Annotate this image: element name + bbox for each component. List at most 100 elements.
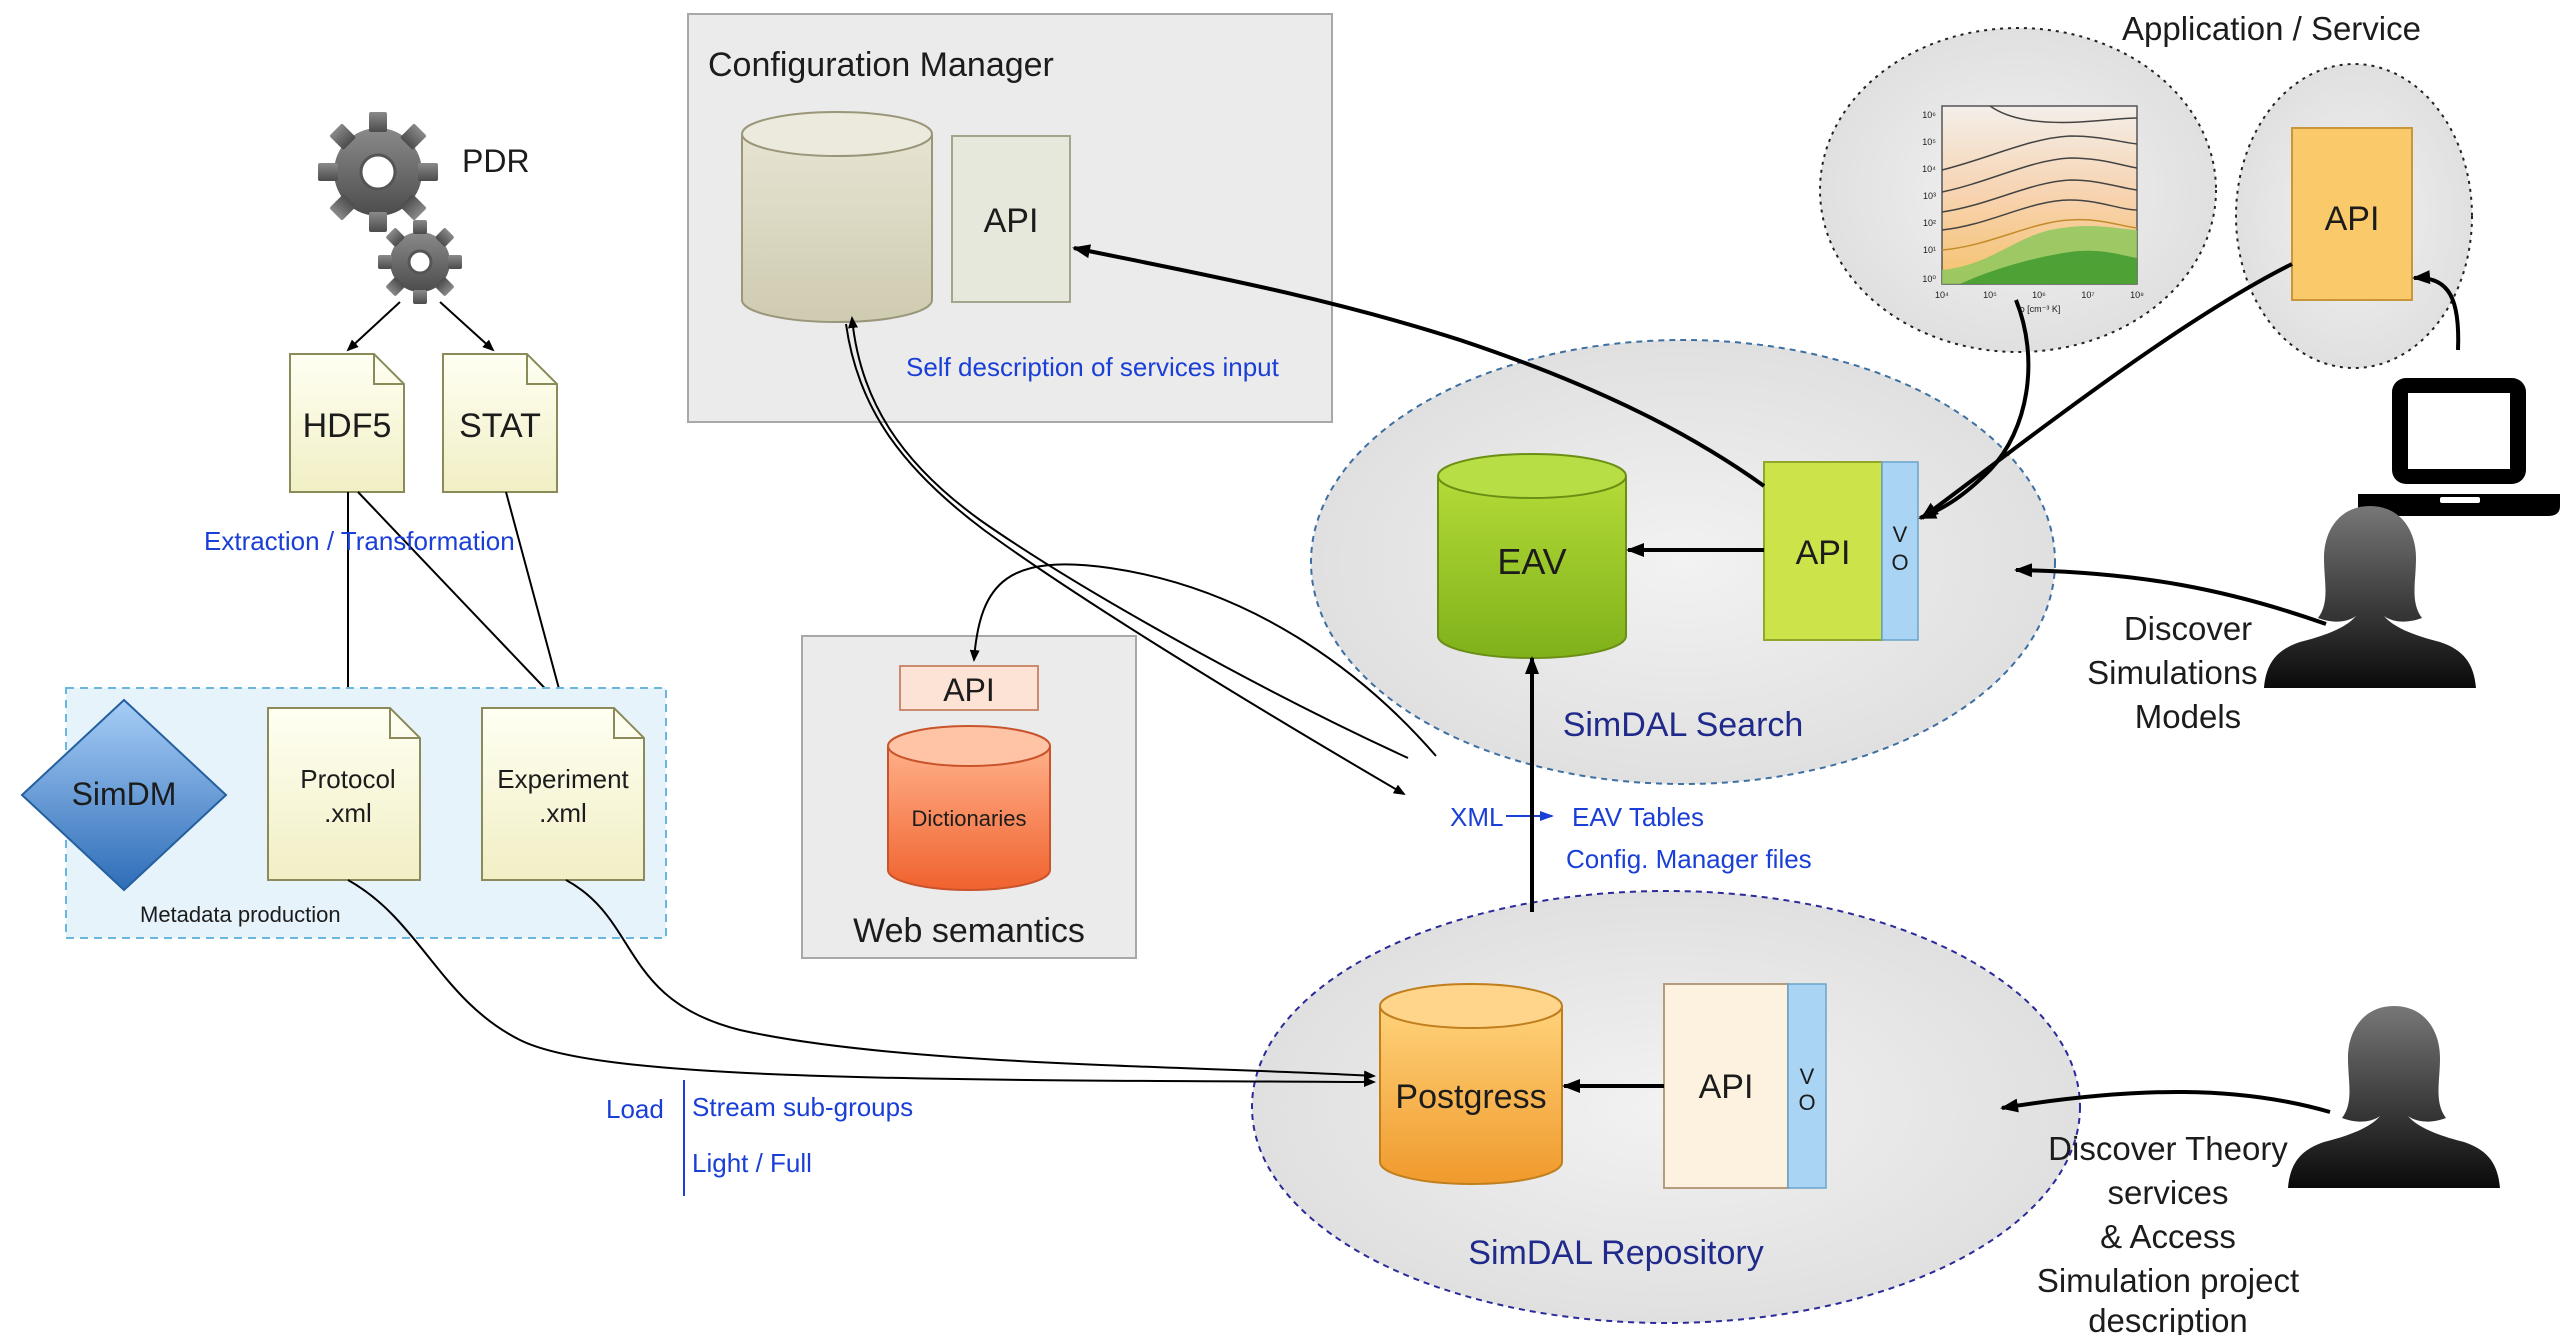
dictionaries-label: Dictionaries [912,806,1027,831]
discover-repo-line: & Access [2100,1218,2236,1255]
stream-subgroups-label: Stream sub-groups [692,1092,913,1122]
app-service-title: Application / Service [2122,10,2421,47]
web-semantics-api-label: API [943,672,995,708]
search-vo-tab [1881,461,1919,641]
edge-experiment-postgress [565,879,1376,1081]
plot-ytick: 10² [1923,218,1936,228]
person-icon [2288,1006,2500,1188]
repository-vo-tab [1787,983,1827,1189]
edge-search-config-api [1072,244,1766,488]
plot-ytick: 10⁰ [1922,274,1936,284]
eav-label: EAV [1497,541,1566,582]
database-icon [1379,1006,1563,1185]
app-api-label: API [2325,200,2380,238]
document-icon [289,353,405,493]
database-icon [741,134,933,323]
search-api-label: API [1796,534,1851,572]
dictionaries-database: Dictionaries [887,725,1051,891]
laptop-icon [2358,378,2560,516]
plot-ytick: 10⁴ [1922,164,1936,174]
edge-protocol-postgress [347,879,1376,1087]
discover-search-line: Discover [2124,610,2252,647]
discover-repo-line: Discover Theory [2048,1130,2288,1167]
discover-repo-line: Simulation project [2037,1262,2299,1299]
edge-stat-experiment [505,491,565,702]
light-full-label: Light / Full [692,1148,812,1178]
search-vo-o: O [1891,550,1908,575]
plot-xlabel: ρ [cm⁻³ K] [2020,304,2061,314]
person-icon [2264,506,2476,688]
hdf5-label: HDF5 [303,407,392,445]
plot-xtick: 10⁵ [1983,290,1997,300]
document-icon [267,707,421,881]
repository-vo-v: V [1800,1064,1815,1089]
repository-api-box [1663,983,1789,1189]
config-api-label: API [984,202,1039,240]
simdm-label: SimDM [72,776,177,812]
stat-file: STAT [442,353,558,493]
contour-plot: 10⁶ 10⁵ 10⁴ 10³ 10² 10¹ 10⁰ 10⁴ 10⁵ 10⁶ … [1922,105,2144,314]
edge-app-search [1920,262,2293,520]
protocol-label-1: Protocol [300,764,395,794]
postgress-label: Postgress [1395,1078,1546,1116]
plot-ytick: 10¹ [1923,245,1936,255]
protocol-xml-file: Protocol .xml [267,707,421,881]
hdf5-file: HDF5 [289,353,405,493]
plot-xtick: 10⁴ [1935,290,1949,300]
simdal-search-ellipse [1310,339,2056,785]
database-icon [887,746,1051,891]
edge-hdf5-experiment [357,491,558,702]
simdm-diamond: SimDM [20,698,228,892]
extraction-label: Extraction / Transformation [204,526,515,556]
document-icon [442,353,558,493]
simdal-search-title: SimDAL Search [1563,706,1804,744]
plot-ytick: 10⁵ [1922,137,1936,147]
plot-ytick: 10⁶ [1922,110,1936,120]
gear-icon [378,220,462,304]
self-description-label: Self description of services input [906,352,1280,382]
discover-search-line: Simulations & [2087,654,2289,691]
edge-pdr-hdf5 [346,301,401,352]
edge-person-repository [2000,1089,2331,1114]
repository-vo-o: O [1798,1090,1815,1115]
document-icon [481,707,645,881]
experiment-label-1: Experiment [497,764,629,794]
diamond-shape [20,698,228,892]
edge-xml-config [847,316,1409,759]
discover-repo-line: services [2107,1174,2228,1211]
eav-tables-label: EAV Tables [1572,802,1704,832]
config-database [741,111,933,323]
stat-label: STAT [459,407,541,445]
simdal-repository-title: SimDAL Repository [1468,1234,1763,1272]
plot-xtick: 10⁶ [2032,290,2046,300]
eav-database: EAV [1437,453,1627,659]
postgress-database: Postgress [1379,983,1563,1185]
discover-search-line: Models [2135,698,2241,735]
edge-xml-websemantics [969,563,1437,757]
app-api-box [2291,127,2413,301]
web-semantics-api-box [899,665,1039,711]
edge-laptop-app [2412,270,2461,351]
edge-person-search [2014,563,2327,626]
web-semantics-title: Web semantics [853,912,1085,950]
pdr-label: PDR [462,143,530,179]
plot-xtick: 10⁸ [2130,290,2144,300]
config-files-label: Config. Manager files [1566,844,1812,874]
plot-ytick: 10³ [1923,191,1936,201]
search-vo-v: V [1893,522,1908,547]
experiment-xml-file: Experiment .xml [481,707,645,881]
plot-xtick: 10⁷ [2081,290,2094,300]
edge-pdr-stat [439,301,495,352]
load-label: Load [606,1094,664,1124]
experiment-label-2: .xml [539,798,587,828]
metadata-caption: Metadata production [140,902,341,927]
edge-config-xml [845,323,1406,796]
discover-repo-line: description [2088,1302,2248,1335]
gear-icon [318,112,438,232]
config-api-box [951,135,1071,303]
repository-api-label: API [1699,1068,1754,1106]
protocol-label-2: .xml [324,798,372,828]
xml-label: XML [1450,802,1503,832]
config-manager-title: Configuration Manager [708,46,1054,84]
